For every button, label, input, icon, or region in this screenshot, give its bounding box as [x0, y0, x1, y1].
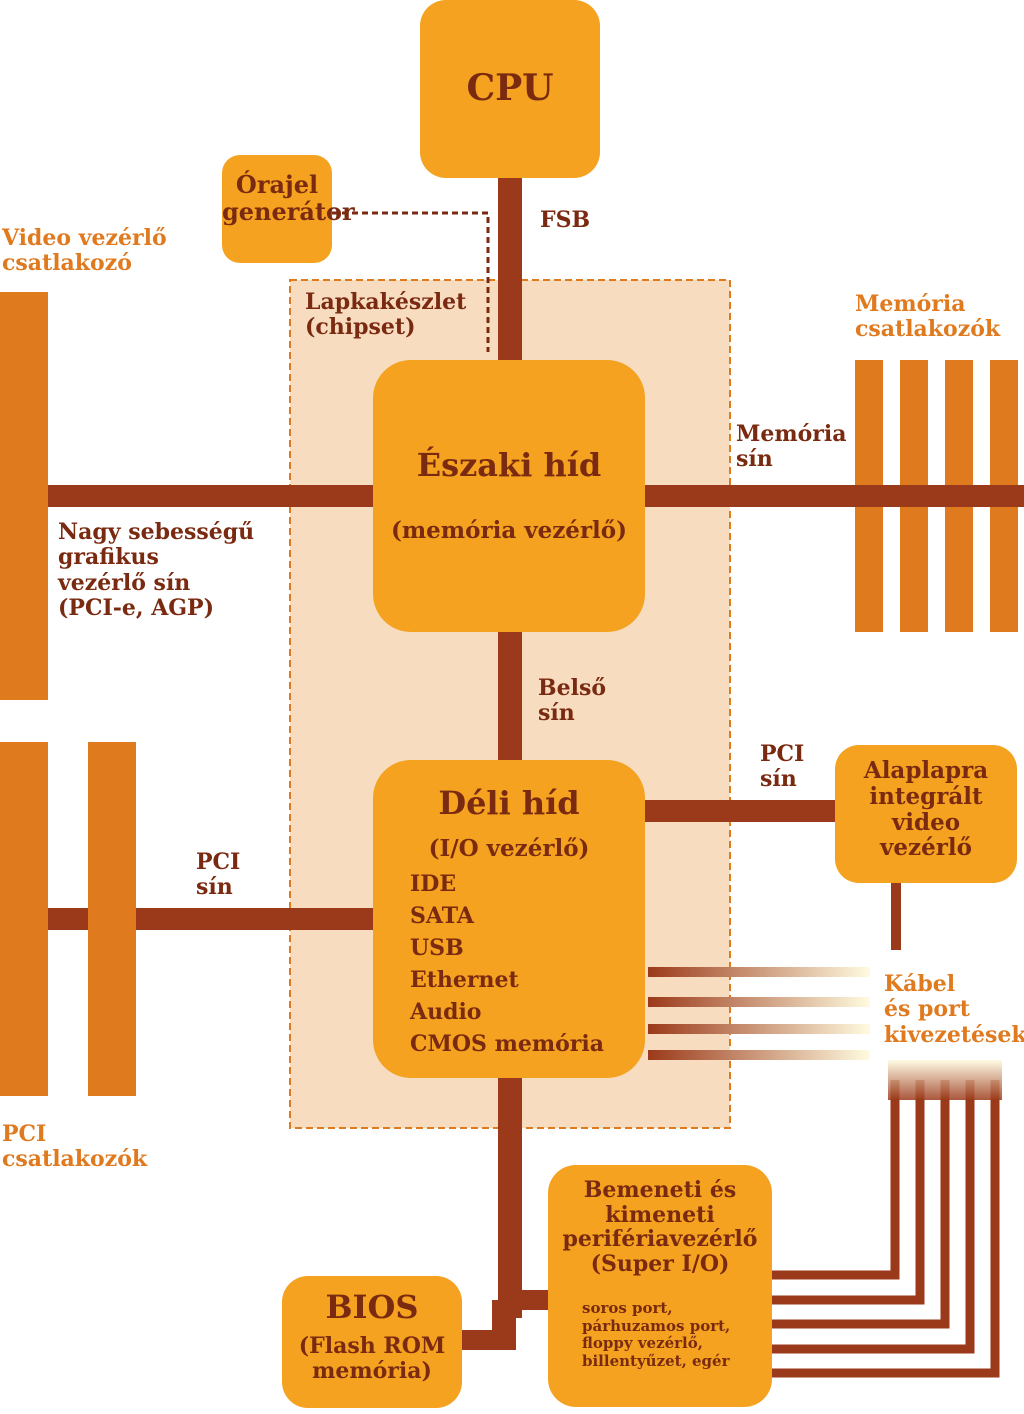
- superio-items: soros port, párhuzamos port, floppy vezé…: [582, 1299, 731, 1371]
- fsb-label: FSB: [540, 207, 591, 233]
- pci-bus-left-label: PCI sín: [196, 849, 241, 901]
- pci-bus-right: [645, 800, 840, 822]
- item-audio: Audio: [410, 999, 482, 1025]
- bios-link-h: [462, 1330, 516, 1350]
- south-down-bus: [498, 1078, 522, 1318]
- video-to-cable: [891, 880, 901, 950]
- cable-line-1: [648, 967, 870, 977]
- clock-line: [332, 211, 490, 352]
- item-cmos: CMOS memória: [410, 1031, 605, 1057]
- clock-box: [222, 155, 332, 263]
- internal-bus: [498, 630, 522, 765]
- north-bridge-title: Északi híd: [416, 446, 602, 484]
- pci-connector-1: [0, 742, 48, 1096]
- bios-box: [282, 1276, 462, 1408]
- south-bridge-subtitle: (I/O vezérlő): [428, 835, 590, 862]
- clock-generator-label: Órajel generátor: [222, 170, 355, 226]
- superio-title: Bemeneti és kimeneti perifériavezérlő (S…: [562, 1177, 758, 1277]
- item-usb: USB: [410, 935, 464, 961]
- south-bridge-box: [373, 760, 645, 1078]
- cable-line-3: [648, 1024, 870, 1034]
- item-ide: IDE: [410, 871, 457, 897]
- integrated-video-box: [835, 745, 1017, 883]
- memory-connectors-label: Memória csatlakozók: [855, 291, 1001, 343]
- cable-line-4: [648, 1050, 870, 1060]
- graphics-bus: [48, 485, 376, 507]
- superio-cables: [772, 1080, 1000, 1378]
- cpu-label: CPU: [466, 67, 554, 109]
- fsb-bus: [498, 178, 522, 364]
- north-bridge-box: [373, 360, 645, 632]
- integrated-video-label: Alaplapra integrált video vezérlő: [863, 757, 989, 862]
- bios-title: BIOS: [325, 1288, 419, 1326]
- cable-line-2: [648, 997, 870, 1007]
- graphics-bus-label: Nagy sebességű grafikus vezérlő sín (PCI…: [58, 519, 255, 621]
- item-ethernet: Ethernet: [410, 967, 519, 993]
- bios-subtitle: (Flash ROM memória): [298, 1333, 446, 1384]
- south-bridge-items: IDE SATA USB Ethernet Audio CMOS memória: [410, 871, 640, 1064]
- memory-bus-label: Memória sín: [736, 421, 847, 473]
- video-connector-label: Video vezérlő csatlakozó: [2, 225, 167, 277]
- pci-connector-2: [88, 742, 136, 1096]
- pci-bus-right-label: PCI sín: [760, 741, 805, 793]
- video-connector: [0, 292, 48, 700]
- pci-connectors-label: PCI csatlakozók: [2, 1121, 148, 1173]
- cpu-box: [420, 0, 600, 178]
- item-sata: SATA: [410, 903, 474, 929]
- superio-link: [510, 1290, 558, 1310]
- north-bridge-subtitle: (memória vezérlő): [390, 517, 628, 544]
- chipset-label: Lapkakészlet (chipset): [305, 289, 467, 341]
- superio-box: [548, 1165, 772, 1407]
- internal-bus-label: Belső sín: [538, 675, 607, 727]
- cable-label: Kábel és port kivezetések: [884, 971, 1024, 1048]
- south-bridge-title: Déli híd: [438, 784, 580, 822]
